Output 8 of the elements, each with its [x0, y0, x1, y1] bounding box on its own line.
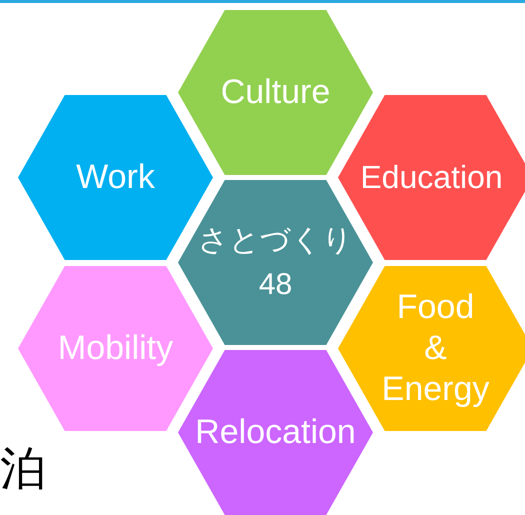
- hexagon-label: さとづくり 48: [197, 223, 354, 302]
- hexagon-label: Mobility: [58, 328, 174, 369]
- hexagon-label: Relocation: [195, 412, 356, 453]
- text-fragment: 泊: [0, 440, 46, 497]
- hexagon-label: Education: [360, 158, 503, 197]
- hexagon-label: Culture: [220, 72, 330, 113]
- hexagon-label: Work: [76, 157, 155, 198]
- hexagon-label: Food & Energy: [382, 287, 490, 410]
